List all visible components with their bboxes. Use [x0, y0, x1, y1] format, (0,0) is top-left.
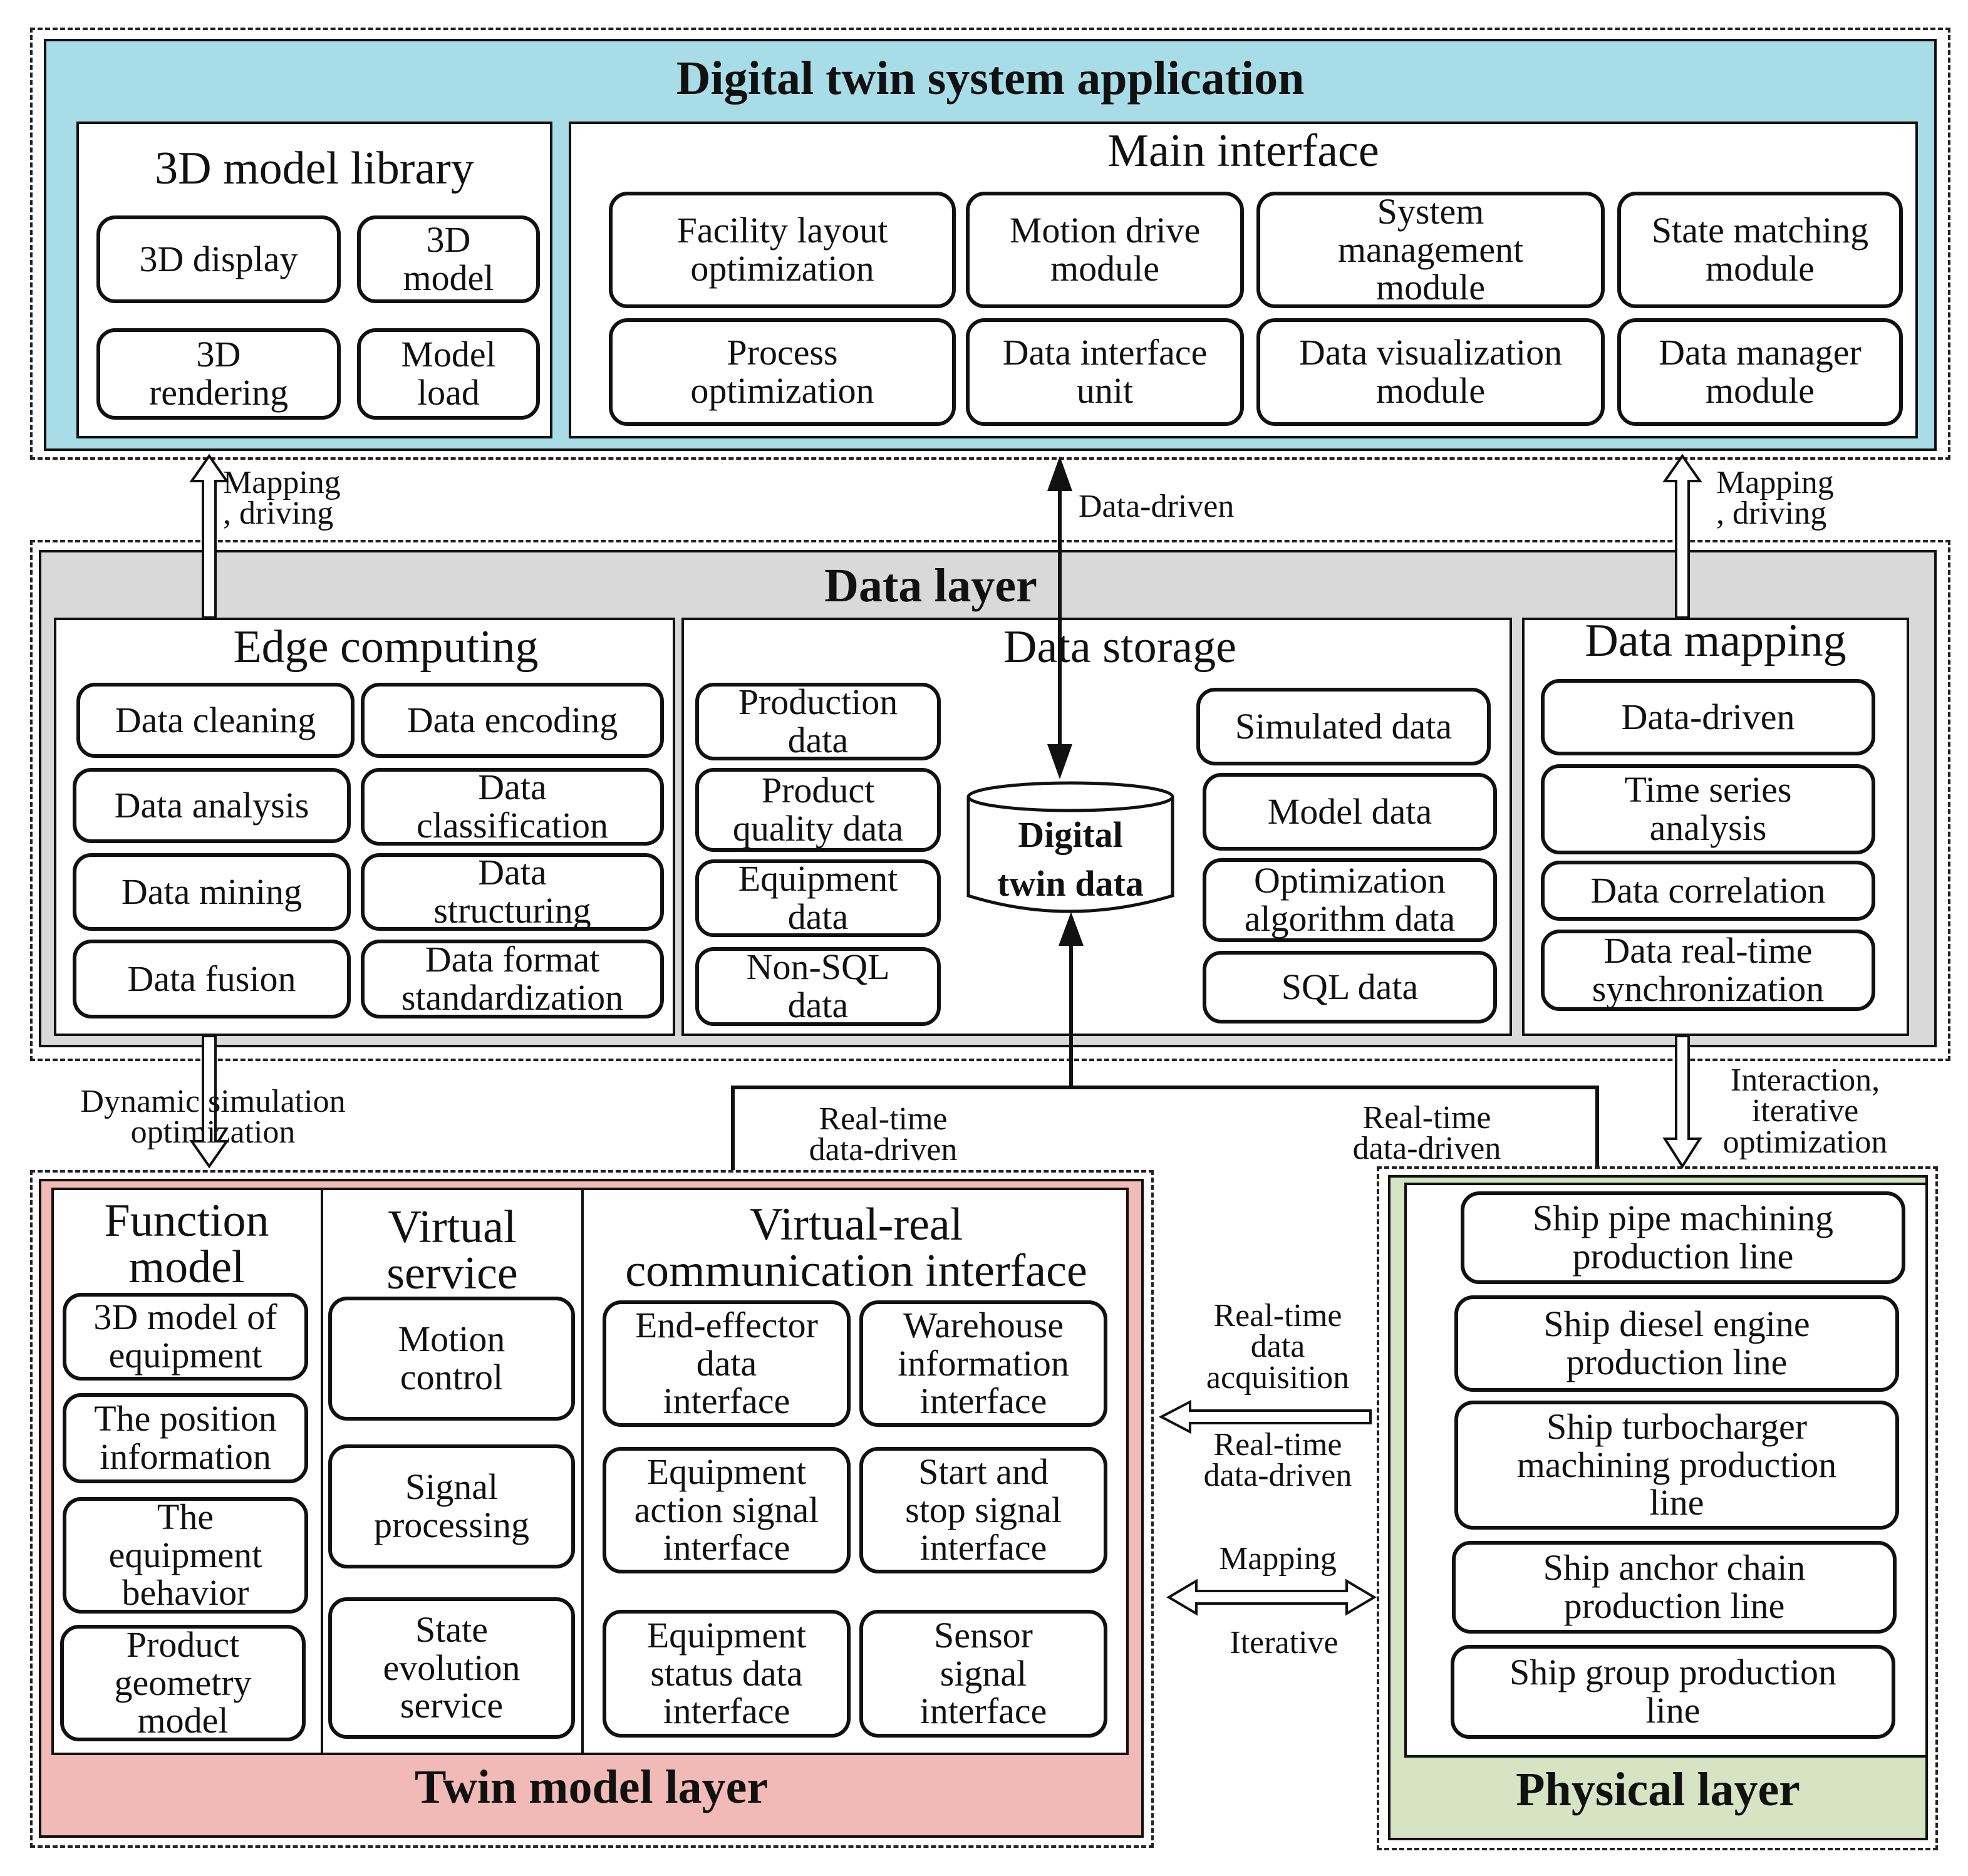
library-item-3d-model: 3D model: [357, 215, 540, 303]
twin-divider-2: [581, 1188, 584, 1755]
data-layer-frame: [30, 540, 1950, 1061]
edge-item-data-analysis: Data analysis: [73, 768, 351, 843]
mapping-item-data-correlation: Data correlation: [1541, 861, 1875, 921]
label-mapping-driving-right: Mapping , driving: [1716, 465, 1834, 532]
label-mapping: Mapping: [1219, 1541, 1337, 1577]
twin-layer-frame: [30, 1170, 1154, 1848]
label-iterative: Iterative: [1230, 1625, 1339, 1661]
storage-item-simulated-data: Simulated data: [1196, 688, 1491, 765]
service-item-signal-processing: Signal processing: [328, 1444, 575, 1568]
library-item-3d-rendering: 3D rendering: [96, 328, 341, 420]
model-library-title: 3D model library: [155, 143, 474, 194]
label-realtime-driven-side: Real-time data-driven: [1203, 1427, 1352, 1494]
label-interaction: Interaction, iterative optimization: [1722, 1062, 1888, 1160]
interface-title: Virtual-real communication interface: [625, 1199, 1087, 1297]
main-interface-title: Main interface: [1107, 125, 1379, 177]
realtime-bracket: [731, 942, 1599, 1170]
physical-item-pipe-machining: Ship pipe machining production line: [1461, 1191, 1905, 1284]
mapping-item-real-time-sync: Data real-time synchronization: [1541, 930, 1875, 1011]
hollow-arrow-down-right: [1662, 1035, 1702, 1169]
main-item-facility-layout: Facility layout optimization: [609, 192, 956, 308]
main-item-motion-drive: Motion drive module: [966, 192, 1244, 308]
data-layer-title: Data layer: [824, 559, 1037, 612]
label-realtime-left: Real-time data-driven: [809, 1101, 958, 1168]
main-item-state-matching: State matching module: [1617, 192, 1903, 308]
function-model-title: Function model: [104, 1195, 269, 1293]
storage-item-equipment-data: Equipment data: [695, 859, 941, 937]
twin-divider-1: [321, 1188, 323, 1755]
storage-item-model-data: Model data: [1203, 773, 1497, 851]
hollow-arrow-up-right: [1662, 453, 1702, 619]
data-mapping-title: Data mapping: [1585, 615, 1846, 666]
hollow-arrow-up-left: [189, 453, 229, 619]
interface-item-status-data: Equipment status data interface: [603, 1610, 851, 1738]
mapping-item-data-driven: Data-driven: [1541, 679, 1875, 755]
physical-item-anchor-chain: Ship anchor chain production line: [1452, 1541, 1897, 1634]
physical-item-diesel-engine: Ship diesel engine production line: [1454, 1295, 1899, 1392]
main-item-system-management: System management module: [1256, 192, 1605, 308]
storage-item-sql-data: SQL data: [1203, 951, 1497, 1024]
library-item-3d-display: 3D display: [96, 215, 341, 303]
hollow-arrow-left-acquisition: [1158, 1399, 1372, 1434]
edge-item-data-fusion: Data fusion: [73, 940, 351, 1018]
interface-item-warehouse: Warehouse information interface: [859, 1300, 1107, 1427]
storage-item-non-sql: Non-SQL data: [695, 947, 941, 1026]
edge-item-data-encoding: Data encoding: [361, 683, 664, 758]
label-dynamic-simulation: Dynamic simulation optimization: [80, 1084, 346, 1151]
interface-item-sensor-signal: Sensor signal interface: [859, 1610, 1107, 1738]
storage-item-optimization-data: Optimization algorithm data: [1203, 858, 1497, 942]
label-acquisition: Real-time data acquisition: [1206, 1298, 1350, 1396]
interface-item-start-stop: Start and stop signal interface: [859, 1447, 1107, 1573]
edge-item-data-cleaning: Data cleaning: [76, 683, 355, 758]
edge-item-data-classification: Data classification: [361, 768, 664, 846]
service-item-state-evolution: State evolution service: [328, 1597, 575, 1739]
main-item-process-optimization: Process optimization: [609, 318, 956, 426]
main-item-data-interface: Data interface unit: [966, 318, 1244, 426]
edge-computing-title: Edge computing: [233, 621, 539, 673]
label-data-driven-center: Data-driven: [1079, 489, 1235, 524]
label-realtime-right: Real-time data-driven: [1352, 1100, 1501, 1167]
function-item-3d-model: 3D model of equipment: [63, 1293, 308, 1381]
edge-item-data-format: Data format standardization: [361, 940, 664, 1018]
digital-twin-data-label: Digital twin data: [997, 814, 1144, 904]
function-item-position: The position information: [63, 1393, 308, 1483]
physical-item-group-production: Ship group production line: [1451, 1645, 1895, 1739]
digital-twin-data-cylinder: [966, 781, 1174, 913]
twin-layer-title: Twin model layer: [414, 1761, 769, 1813]
interface-item-action-signal: Equipment action signal interface: [603, 1447, 851, 1573]
label-mapping-driving-left: Mapping , driving: [223, 465, 341, 532]
virtual-service-title: Virtual service: [386, 1201, 518, 1299]
center-data-driven-arrow: [1047, 456, 1072, 779]
storage-item-product-quality: Product quality data: [695, 768, 941, 852]
hollow-arrow-down-left: [189, 1035, 229, 1169]
physical-layer-frame: [1377, 1166, 1938, 1850]
storage-item-production-data: Production data: [695, 683, 941, 760]
hollow-arrow-double-mapping: [1166, 1578, 1377, 1616]
main-item-data-manager: Data manager module: [1617, 318, 1903, 426]
edge-item-data-structuring: Data structuring: [361, 853, 664, 931]
realtime-arrowhead: [1059, 912, 1084, 946]
physical-item-turbocharger: Ship turbocharger machining production l…: [1454, 1401, 1899, 1530]
application-layer-frame: [30, 28, 1950, 460]
edge-item-data-mining: Data mining: [73, 853, 351, 931]
service-item-motion-control: Motion control: [328, 1297, 575, 1421]
main-item-data-visualization: Data visualization module: [1256, 318, 1605, 426]
library-item-model-load: Model load: [357, 328, 540, 420]
function-item-product-geometry: Product geometry model: [60, 1625, 306, 1741]
mapping-item-time-series: Time series analysis: [1541, 764, 1875, 854]
data-storage-title: Data storage: [1003, 621, 1236, 673]
function-item-behavior: The equipment behavior: [63, 1497, 308, 1614]
interface-item-end-effector: End-effector data interface: [603, 1300, 851, 1427]
physical-layer-title: Physical layer: [1516, 1763, 1800, 1816]
application-layer-title: Digital twin system application: [676, 52, 1305, 105]
